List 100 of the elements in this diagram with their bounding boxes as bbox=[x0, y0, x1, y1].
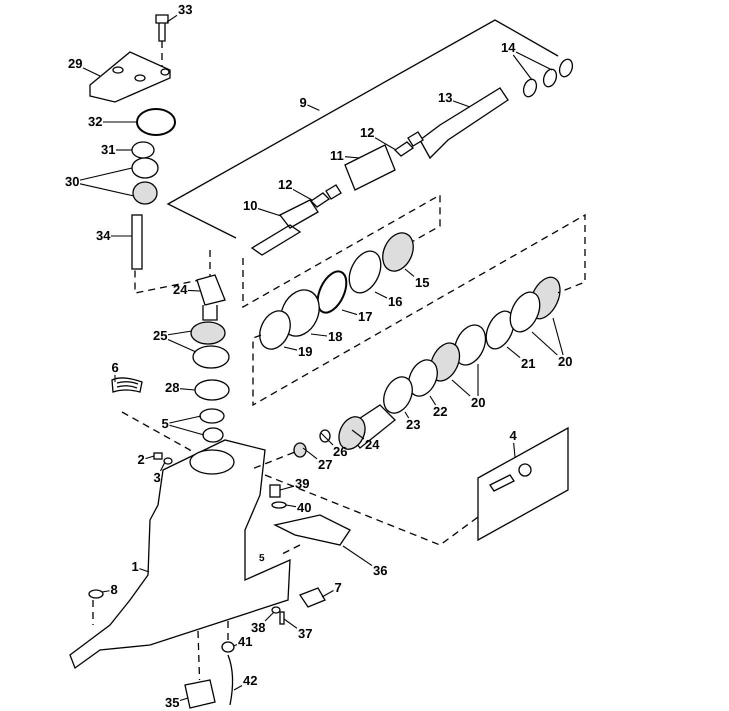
universal-joint bbox=[394, 131, 424, 157]
callout-number: 20 bbox=[558, 355, 572, 369]
leader-line bbox=[532, 332, 558, 356]
callout-number: 5 bbox=[259, 552, 265, 564]
leader-line bbox=[307, 104, 320, 111]
leader-line bbox=[320, 432, 334, 446]
callout-number: 7 bbox=[334, 581, 342, 595]
callout-number: 6 bbox=[112, 361, 119, 375]
shim bbox=[486, 310, 514, 350]
bearing-cone bbox=[132, 181, 158, 205]
shaft bbox=[131, 214, 143, 270]
shim bbox=[383, 376, 413, 414]
leader-line bbox=[139, 568, 150, 573]
cover-plate bbox=[89, 51, 171, 103]
callout-number: 23 bbox=[406, 418, 420, 432]
leader-line bbox=[292, 188, 312, 200]
callout-number: 38 bbox=[251, 621, 266, 635]
callout-number: 10 bbox=[243, 199, 258, 213]
leader-line bbox=[374, 137, 396, 150]
callout-number: 11 bbox=[330, 149, 344, 163]
keeper bbox=[111, 377, 143, 393]
parts-kit bbox=[477, 426, 569, 542]
leader-line bbox=[166, 14, 178, 22]
o-ring bbox=[558, 58, 574, 78]
leader-line bbox=[103, 121, 137, 123]
leader-line bbox=[168, 339, 196, 352]
leader-line bbox=[452, 100, 470, 108]
screw bbox=[279, 611, 285, 625]
leader-line bbox=[234, 685, 242, 690]
dashed-assembly-line bbox=[227, 620, 229, 642]
callout-number: 41 bbox=[238, 635, 252, 649]
water-tube bbox=[227, 654, 234, 706]
callout-number: 12 bbox=[360, 126, 374, 140]
callout-number: 3 bbox=[154, 471, 161, 485]
callout-number: 35 bbox=[165, 696, 180, 710]
leader-line bbox=[552, 318, 564, 356]
plug bbox=[88, 589, 104, 599]
callout-number: 39 bbox=[295, 477, 310, 491]
plate bbox=[299, 587, 326, 608]
callout-number: 24 bbox=[365, 438, 380, 452]
callout-number: 40 bbox=[297, 501, 312, 515]
callout-number: 28 bbox=[165, 381, 180, 395]
callout-number: 34 bbox=[96, 229, 110, 243]
fin bbox=[273, 514, 351, 546]
leader-line bbox=[344, 156, 360, 159]
leader-line bbox=[114, 375, 116, 382]
leader-line bbox=[168, 330, 192, 336]
washer bbox=[163, 457, 173, 465]
bearing-cone bbox=[190, 321, 226, 345]
bearing-cup bbox=[454, 324, 486, 366]
shim bbox=[408, 359, 438, 397]
leader-line bbox=[374, 292, 388, 298]
callout-number: 31 bbox=[101, 143, 116, 157]
leader-line bbox=[80, 183, 134, 197]
leader-line bbox=[512, 54, 532, 80]
leader-line bbox=[430, 396, 436, 406]
dashed-assembly-line bbox=[197, 630, 200, 680]
bearing-cup bbox=[348, 250, 382, 294]
leader-line bbox=[280, 486, 294, 491]
callout-number: 2 bbox=[138, 453, 145, 467]
callout-number: 17 bbox=[358, 310, 372, 324]
dashed-assembly-line bbox=[251, 452, 294, 470]
leader-line bbox=[169, 424, 204, 436]
leader-line bbox=[404, 412, 410, 418]
seal bbox=[259, 310, 291, 350]
callout-number: 29 bbox=[68, 57, 82, 71]
leader-line bbox=[516, 52, 552, 70]
retaining-ring bbox=[131, 141, 155, 159]
bearing-cone bbox=[382, 232, 414, 272]
o-ring bbox=[136, 108, 176, 136]
leader-line bbox=[284, 346, 298, 351]
pinion-gear bbox=[196, 274, 226, 321]
callout-number: 42 bbox=[243, 674, 258, 688]
bushing bbox=[199, 408, 225, 424]
callout-number: 20 bbox=[471, 396, 486, 410]
leader-line bbox=[284, 618, 298, 629]
o-ring bbox=[522, 78, 538, 98]
callout-number: 12 bbox=[278, 178, 292, 192]
bushing bbox=[202, 427, 224, 443]
dashed-assembly-line bbox=[161, 41, 163, 68]
leader-line bbox=[232, 644, 238, 647]
callout-number: 18 bbox=[328, 330, 342, 344]
drive-shaft bbox=[419, 87, 509, 160]
nut bbox=[293, 442, 307, 458]
callout-number: 22 bbox=[433, 405, 448, 419]
leader-line bbox=[82, 67, 100, 76]
leader-line bbox=[513, 442, 516, 458]
bearing-cup bbox=[510, 292, 540, 332]
leader-line bbox=[322, 590, 334, 598]
callout-number: 37 bbox=[298, 627, 312, 641]
leader-line bbox=[310, 333, 328, 337]
callout-number: 4 bbox=[510, 429, 517, 443]
plate bbox=[184, 679, 216, 709]
leader-line bbox=[506, 346, 520, 358]
screw bbox=[153, 452, 163, 460]
bearing-cup bbox=[131, 157, 159, 179]
callout-number: 15 bbox=[415, 276, 430, 290]
o-ring bbox=[316, 270, 348, 314]
callout-number: 21 bbox=[521, 357, 536, 371]
leader-line bbox=[342, 309, 358, 316]
